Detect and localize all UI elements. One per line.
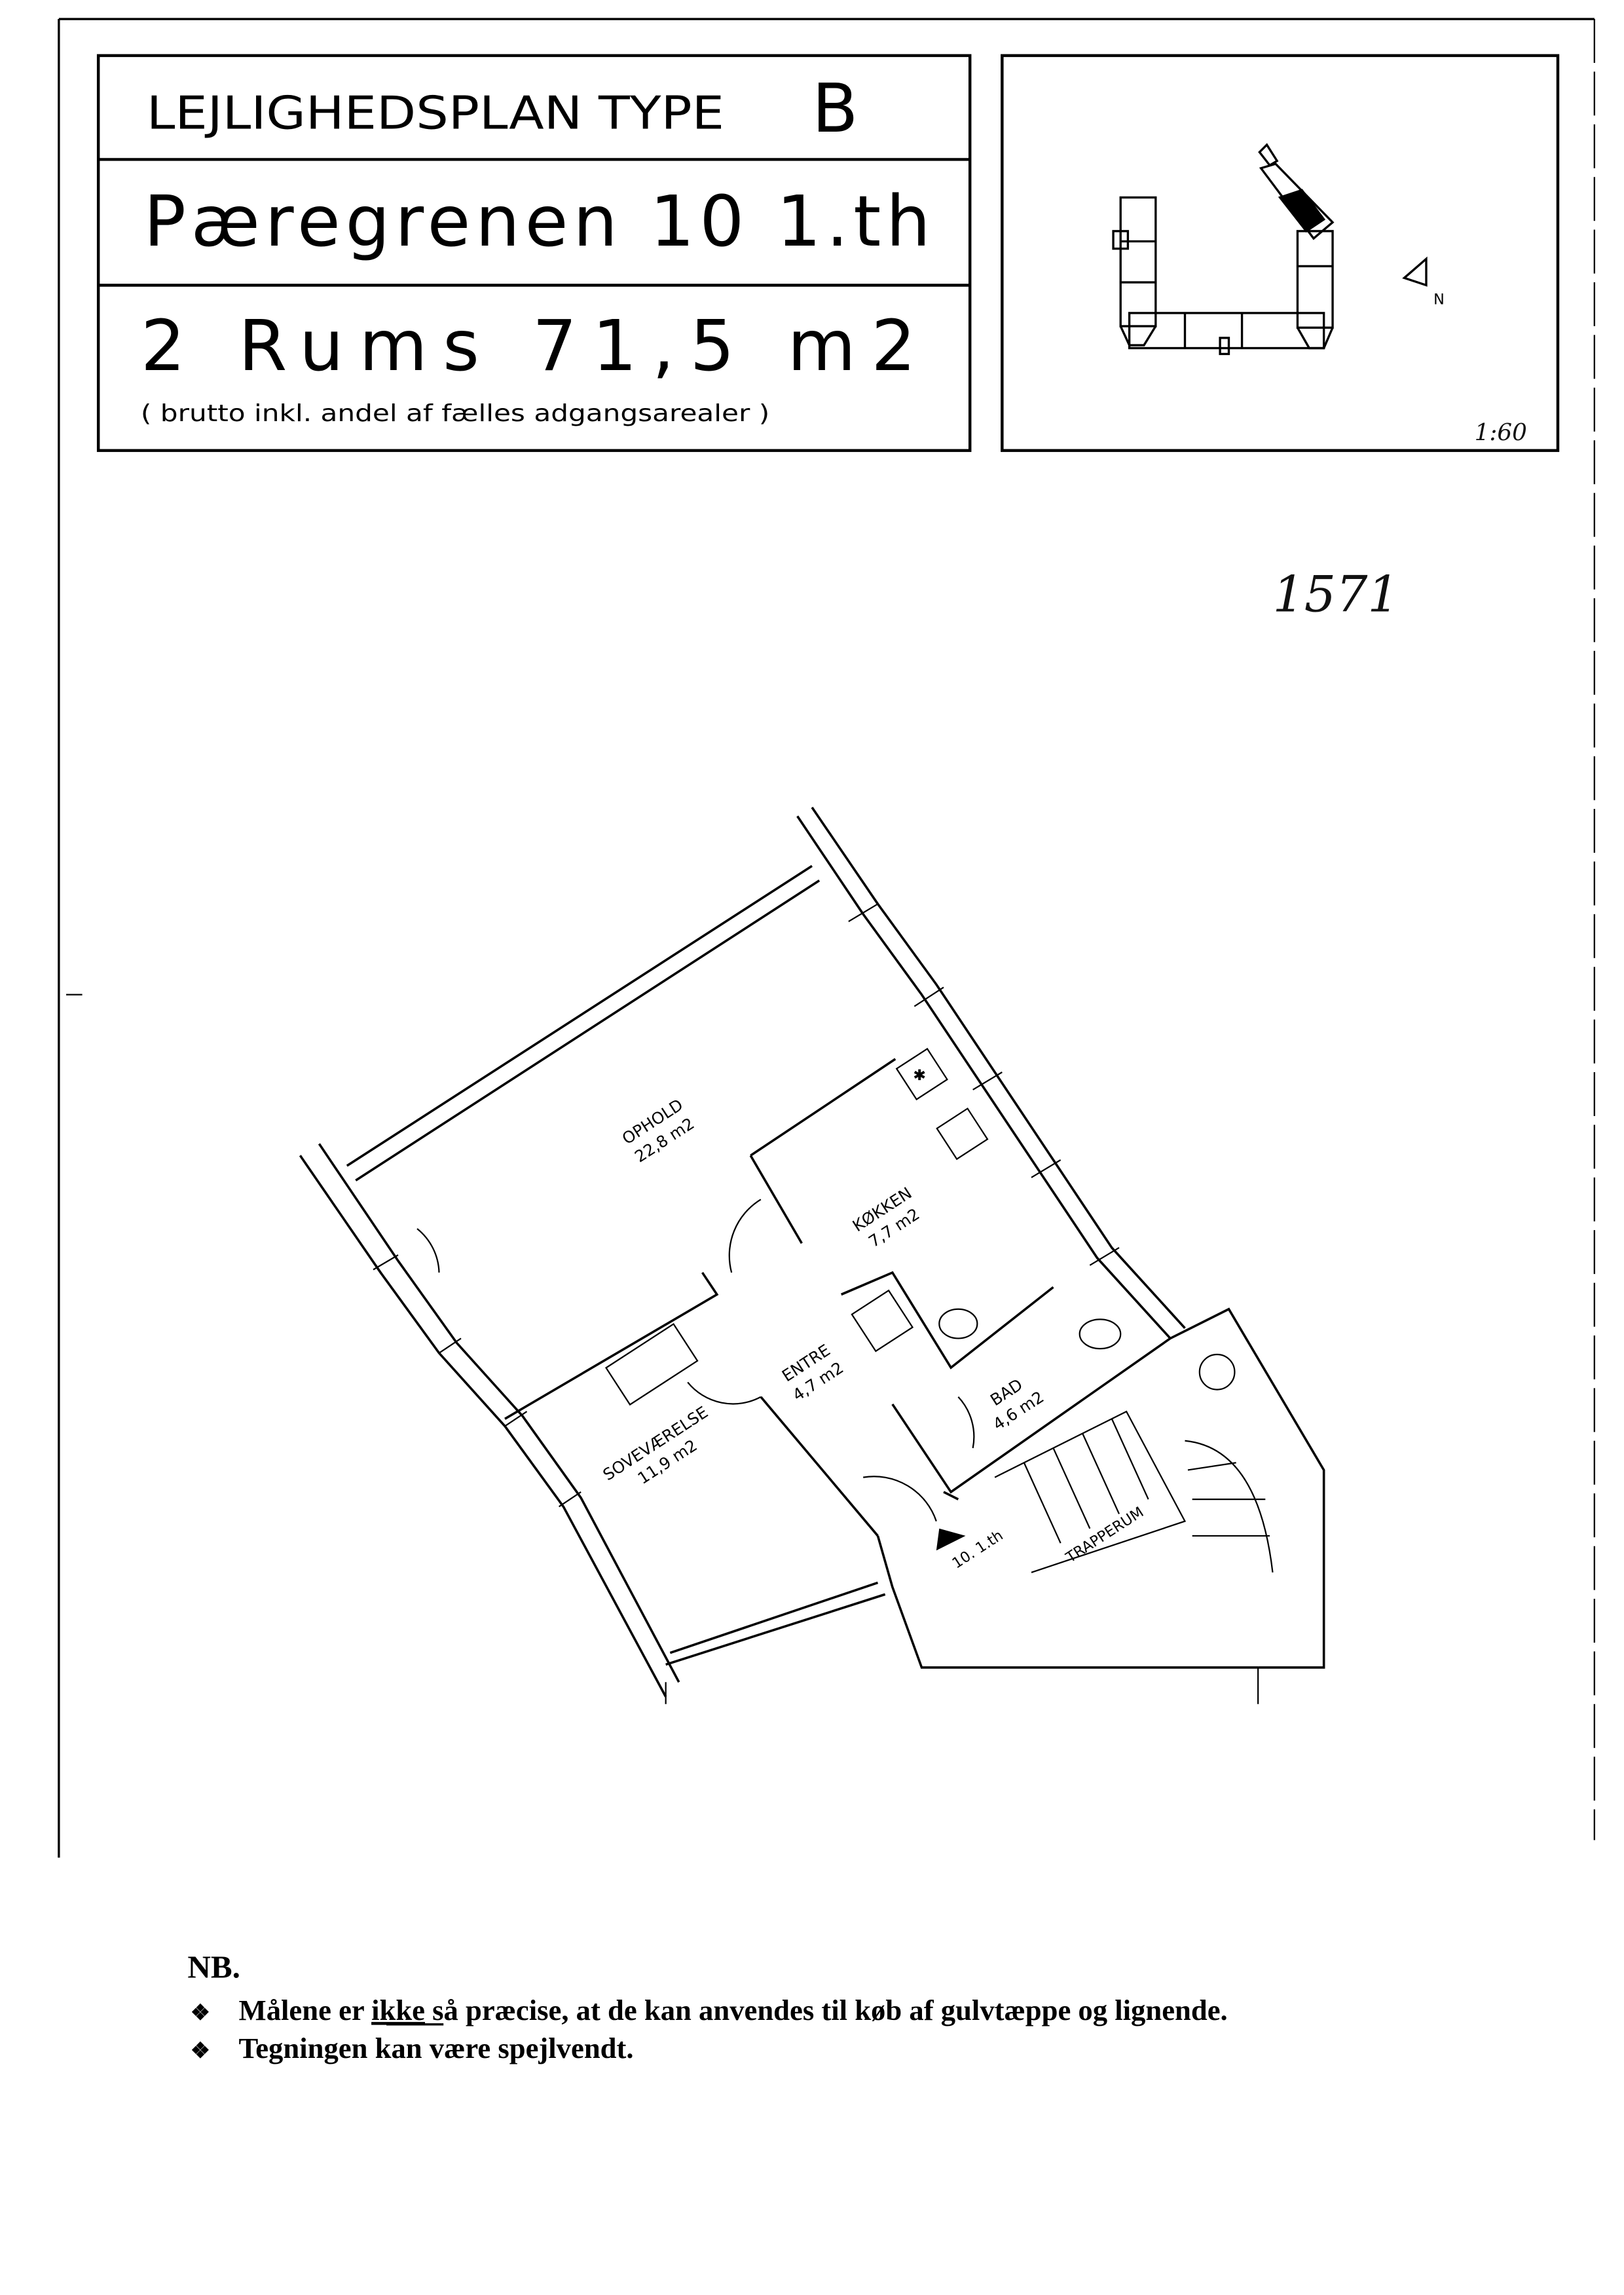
title-block: LEJLIGHEDSPLAN TYPE B Pæregrenen 10 1.th… <box>96 54 972 453</box>
stairs <box>994 1353 1274 1573</box>
area-note: ( brutto inkl. andel af fælles adgangsar… <box>141 400 769 427</box>
note-1: Målene er ikke så præcise, at de kan anv… <box>239 1994 1228 2026</box>
address: Pæregrenen 10 1.th <box>143 181 930 263</box>
north-arrow-icon <box>1402 256 1428 287</box>
notes: NB. ❖ Målene er ikke så præcise, at de k… <box>187 1949 1227 2064</box>
bullet-icon: ❖ <box>191 2039 210 2063</box>
stove-icon: * <box>914 1067 925 1091</box>
entrance-arrow-icon <box>936 1528 966 1551</box>
notes-heading: NB. <box>187 1949 240 1985</box>
doors <box>416 1199 975 1521</box>
room-label-trapperum: TRAPPERUM <box>1062 1504 1147 1567</box>
handwritten-scale: 1:60 <box>1475 419 1527 446</box>
plan-type: B <box>812 70 858 148</box>
fixtures: * <box>604 1047 1122 1406</box>
note-emphasis: ikke <box>371 1994 425 2026</box>
apartment-size: 2 Rums 71,5 m2 <box>141 306 916 387</box>
note-2: Tegningen kan være spejlvendt. <box>239 2032 634 2064</box>
north-label: N <box>1433 291 1445 308</box>
building-outline <box>1112 143 1335 356</box>
plan-heading: LEJLIGHEDSPLAN TYPE <box>147 88 724 140</box>
page-frame <box>58 18 1595 1858</box>
handwritten-number: 1571 <box>1272 566 1399 624</box>
key-plan: N 1:60 <box>1001 54 1560 453</box>
bullet-icon: ❖ <box>191 2001 210 2025</box>
floor-plan: * OPHOLD 22,8 m2 KØKKEN 7,7 m2 ENTRE 4,7… <box>299 806 1325 1704</box>
